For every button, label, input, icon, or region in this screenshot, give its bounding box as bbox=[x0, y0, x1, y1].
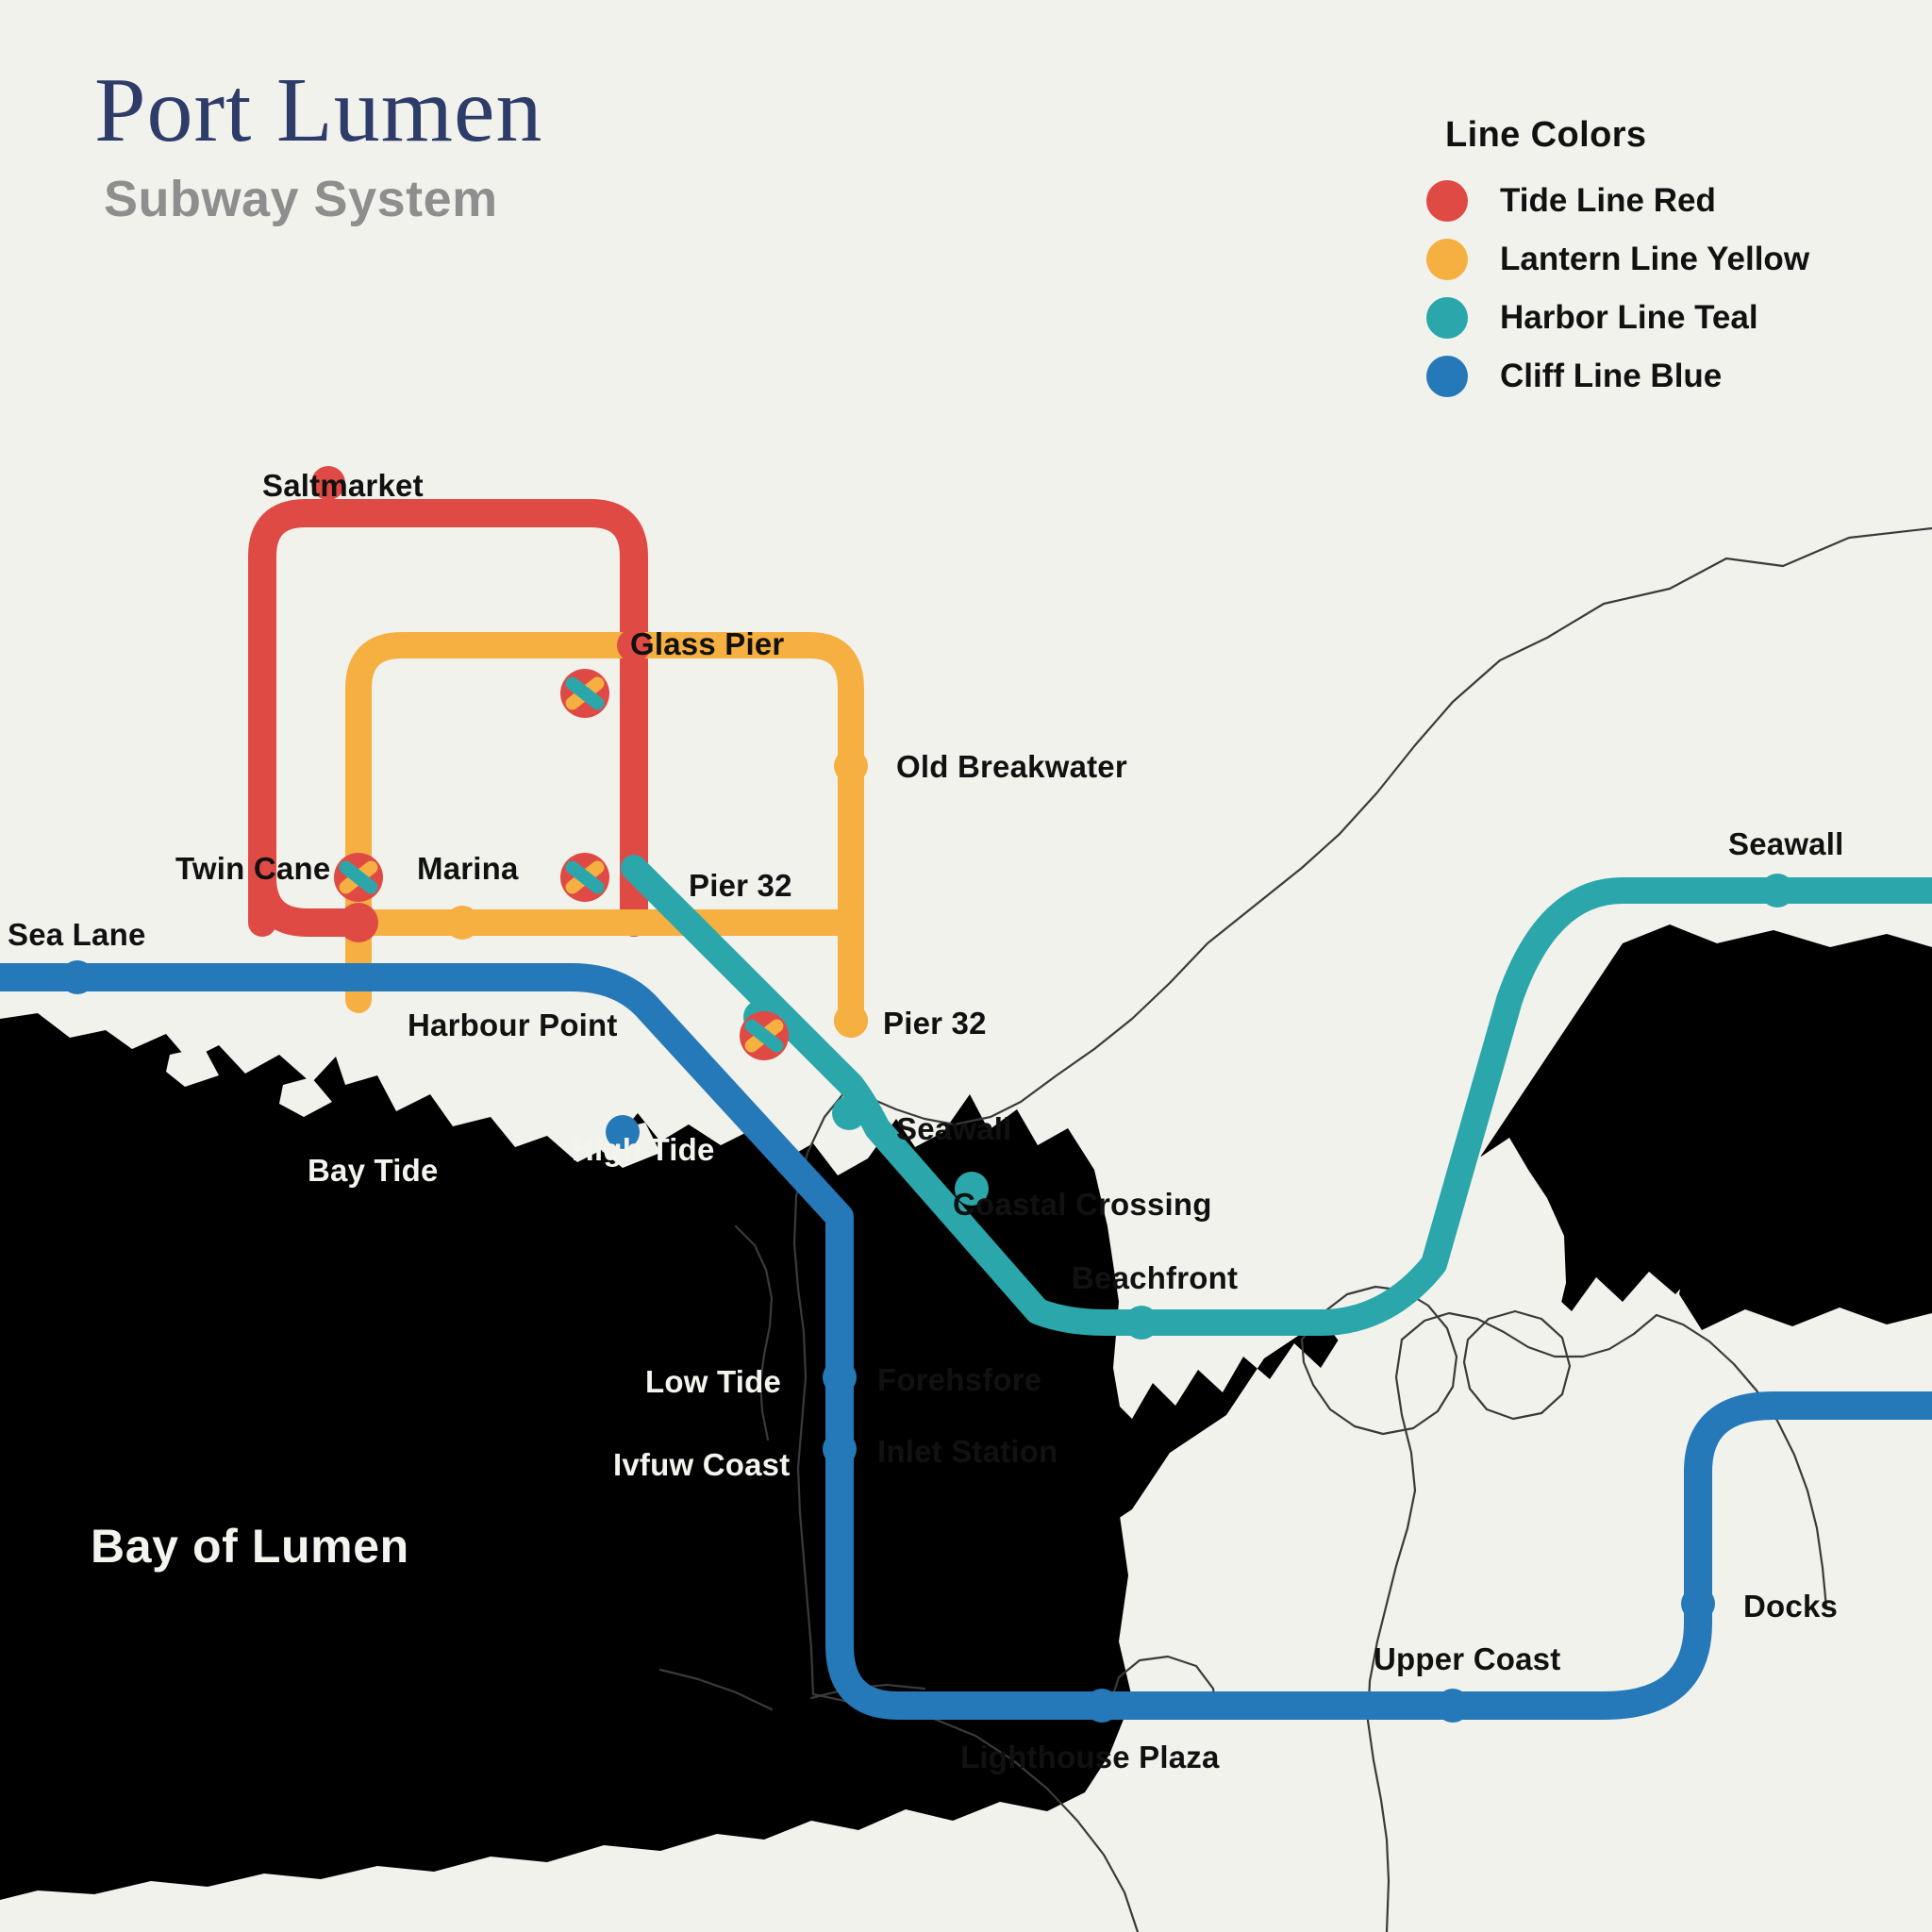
subway-line-red[interactable] bbox=[248, 499, 648, 937]
station-dot[interactable] bbox=[1760, 874, 1794, 908]
subway-line-teal[interactable] bbox=[621, 855, 1932, 1336]
legend-item[interactable]: Tide Line Red bbox=[1426, 180, 1809, 222]
legend-item[interactable]: Harbor Line Teal bbox=[1426, 297, 1809, 339]
station-dot[interactable] bbox=[834, 1004, 868, 1038]
station-dot[interactable] bbox=[832, 1096, 866, 1130]
legend-item[interactable]: Cliff Line Blue bbox=[1426, 356, 1809, 397]
landmass-notch-1 bbox=[279, 1077, 332, 1117]
station-label: Pier 32 bbox=[883, 1006, 987, 1041]
legend-item-label: Tide Line Red bbox=[1500, 182, 1716, 219]
station-dot[interactable] bbox=[834, 749, 868, 783]
station-label: Seawall bbox=[1728, 826, 1844, 861]
landmass-headland-tail bbox=[1679, 1179, 1932, 1330]
landmass-notch-2 bbox=[166, 1047, 219, 1087]
station-label: Lighthouse Plaza bbox=[960, 1740, 1220, 1774]
interchange-marker[interactable] bbox=[334, 853, 383, 902]
station-label: Ivfuw Coast bbox=[613, 1447, 791, 1482]
station-label: Docks bbox=[1743, 1589, 1839, 1624]
interchange-marker[interactable] bbox=[560, 853, 609, 902]
station-label: Upper Coast bbox=[1374, 1641, 1561, 1676]
legend-item[interactable]: Lantern Line Yellow bbox=[1426, 239, 1809, 280]
page-subtitle: Subway System bbox=[104, 171, 498, 227]
legend-item-label: Cliff Line Blue bbox=[1500, 358, 1723, 394]
interchange-marker[interactable] bbox=[740, 1011, 789, 1060]
station-label: Coastal Crossing bbox=[953, 1187, 1212, 1222]
legend-title: Line Colors bbox=[1445, 115, 1647, 155]
station-dot[interactable] bbox=[311, 466, 345, 500]
station-dot[interactable] bbox=[606, 1115, 640, 1149]
station-label: Glass Pier bbox=[630, 626, 785, 661]
station-label: Seawall bbox=[896, 1111, 1012, 1146]
legend-color-swatch bbox=[1426, 297, 1468, 339]
station-dot[interactable] bbox=[1124, 1306, 1158, 1340]
station-dot[interactable] bbox=[445, 906, 479, 940]
station-label: Beachfront bbox=[1072, 1260, 1239, 1295]
station-dot[interactable] bbox=[1681, 1587, 1715, 1621]
station-dot[interactable] bbox=[339, 903, 378, 942]
interchange-bar-teal bbox=[565, 860, 605, 894]
interchange-bar-teal bbox=[565, 676, 605, 710]
station-label: Twin Cane bbox=[175, 851, 331, 886]
legend-item-label: Harbor Line Teal bbox=[1500, 299, 1758, 336]
station-label: Harbour Point bbox=[408, 1008, 618, 1042]
subway-line-blue[interactable] bbox=[0, 963, 1932, 1720]
station-label: Inlet Station bbox=[877, 1434, 1058, 1469]
subway-line-yellow-loop[interactable] bbox=[345, 632, 864, 1034]
station-dot[interactable] bbox=[823, 1360, 857, 1394]
legend-item-label: Lantern Line Yellow bbox=[1500, 241, 1810, 277]
station-label: Saltmarket bbox=[262, 468, 424, 503]
station-dot[interactable] bbox=[1436, 1689, 1470, 1723]
legend-color-swatch bbox=[1426, 356, 1468, 397]
legend-color-swatch bbox=[1426, 180, 1468, 222]
station-dot[interactable] bbox=[955, 1172, 989, 1206]
station-label: Marina bbox=[417, 851, 519, 886]
station-dot[interactable] bbox=[617, 628, 651, 662]
station-dot[interactable] bbox=[1085, 1689, 1119, 1723]
subway-line-red-lower[interactable] bbox=[248, 863, 373, 937]
station-label: Forehsfore bbox=[877, 1362, 1042, 1397]
station-label: Pier 32 bbox=[689, 868, 792, 903]
interchange-marker[interactable] bbox=[560, 669, 609, 718]
water-body-label: Bay of Lumen bbox=[91, 1520, 409, 1573]
station-dot[interactable] bbox=[823, 1432, 857, 1466]
landmass-headland-north bbox=[728, 924, 1932, 1615]
interchange-bar-teal bbox=[744, 1019, 784, 1053]
station-label: Low Tide bbox=[645, 1364, 781, 1399]
page-title: Port Lumen bbox=[94, 59, 543, 161]
title-block: Port Lumen Subway System bbox=[94, 64, 542, 228]
station-label: Bay Tide bbox=[308, 1153, 439, 1188]
station-label: Sea Lane bbox=[8, 917, 146, 952]
station-label: Old Breakwater bbox=[896, 749, 1127, 784]
interchange-bar-teal bbox=[339, 860, 378, 894]
legend-color-swatch bbox=[1426, 239, 1468, 280]
station-label: High Tide bbox=[572, 1132, 715, 1167]
station-dot[interactable] bbox=[60, 960, 94, 994]
landmass-notch-bottom bbox=[566, 1858, 774, 1932]
